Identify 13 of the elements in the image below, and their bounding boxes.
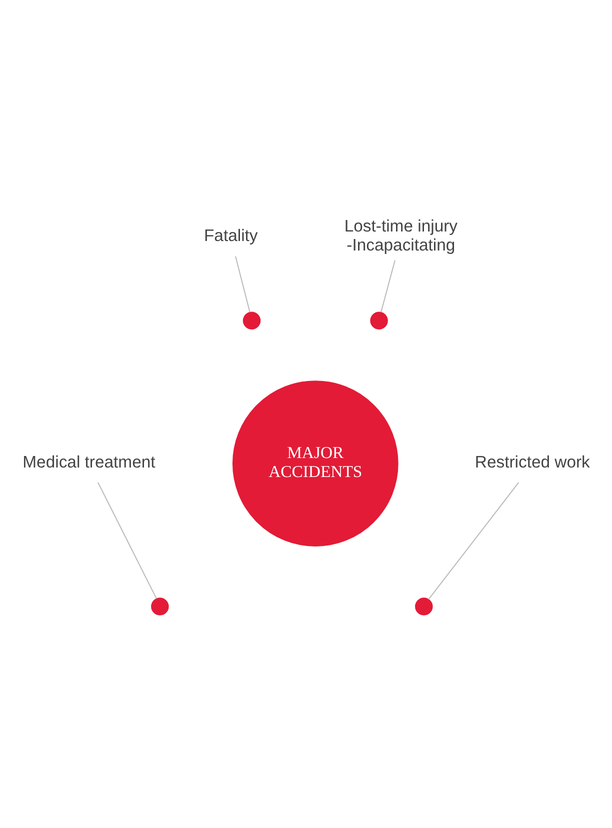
node-text: Fatality [204,226,258,245]
node-text: Lost-time injury -Incapacitating [344,216,458,254]
connector [428,482,520,600]
connector [98,482,157,598]
node-circle [151,597,169,615]
node-text: Restricted work [474,452,590,472]
node-circle [242,311,261,329]
node-circle: MAJOR ACCIDENTS [232,380,398,546]
connector [235,256,250,312]
node-circle [415,597,433,615]
connector [380,260,396,312]
node-circle [370,311,388,329]
node-text: Medical treatment [22,452,156,472]
